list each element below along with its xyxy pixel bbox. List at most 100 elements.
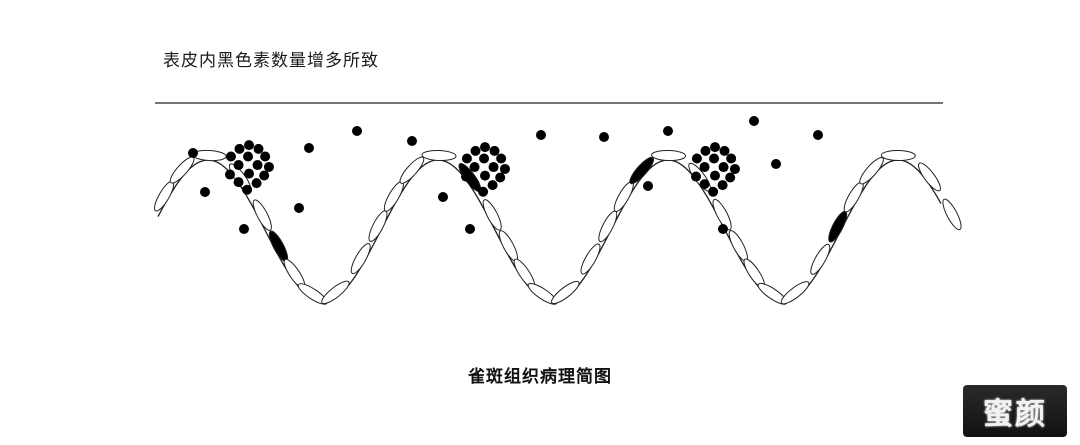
melanin-granule (252, 160, 263, 171)
basal-cell (728, 230, 748, 262)
melanin-granule (263, 161, 274, 172)
melanin-granule (239, 224, 249, 234)
melanin-granule (488, 162, 499, 173)
basal-cell (780, 281, 810, 305)
basal-cell (843, 181, 864, 213)
melanin-granule (407, 136, 417, 146)
basal-cell (169, 156, 195, 184)
melanin-granule (749, 116, 759, 126)
watermark-logo: 蜜颜 (963, 385, 1067, 437)
melanin-granule (499, 163, 510, 174)
melanin-cluster (691, 142, 740, 197)
melanin-cluster (461, 142, 510, 197)
melanin-granule (487, 180, 498, 191)
melanin-granule (244, 168, 254, 179)
melanin-granule (718, 162, 729, 173)
basal-cell (859, 156, 884, 185)
melanin-granule (233, 177, 244, 188)
melanin-granule (643, 181, 653, 191)
melanin-granule (188, 148, 198, 158)
melanin-granule (699, 179, 710, 190)
melanin-granules-group (188, 116, 823, 234)
basal-cell (598, 210, 618, 243)
melanin-granule (469, 162, 480, 173)
basal-cell (383, 180, 404, 212)
basal-cell (942, 198, 962, 231)
melanin-granule (496, 153, 507, 164)
melanin-granule (225, 169, 235, 180)
melanin-granule (233, 160, 244, 171)
melanin-granule (700, 145, 711, 156)
melanin-granule (259, 170, 270, 181)
basal-cell (918, 162, 941, 192)
watermark-text: 蜜颜 (983, 397, 1047, 432)
melanin-granule (480, 170, 490, 181)
melanin-granule (234, 143, 245, 154)
melanin-granule (710, 142, 720, 153)
melanin-granule (200, 187, 210, 197)
melanin-granule (718, 224, 728, 234)
melanin-granule (243, 151, 254, 162)
melanin-granule (479, 153, 490, 164)
melanin-granule (244, 140, 254, 151)
melanin-granule (717, 180, 728, 191)
basal-cell (350, 243, 371, 275)
melanin-granule (726, 153, 737, 164)
basal-cell (580, 243, 601, 275)
melanin-granule (663, 126, 673, 136)
melanin-granule (729, 163, 740, 174)
melanin-granule (470, 145, 481, 156)
melanin-granule (708, 186, 719, 197)
melanin-granule (691, 153, 702, 164)
melanin-granule (242, 184, 253, 195)
basal-cell (551, 280, 580, 305)
melanin-granule (710, 170, 720, 181)
basal-cell (321, 280, 350, 305)
melanin-granule (691, 171, 701, 182)
melanin-granule (599, 132, 609, 142)
basal-cell (613, 181, 634, 213)
melanin-granule (813, 130, 823, 140)
melanin-granule (304, 143, 314, 153)
melanin-granule (461, 171, 471, 182)
melanin-granule (478, 186, 489, 197)
basal-cell (368, 210, 388, 242)
diagram-caption: 雀斑组织病理简图 (468, 367, 612, 387)
melanin-granule (294, 203, 304, 213)
basal-cell (498, 230, 519, 262)
melanin-granule (461, 153, 472, 164)
melanin-granule (771, 159, 781, 169)
melanin-granule (260, 151, 271, 162)
melanocyte-cell (828, 210, 848, 243)
melanin-granule (495, 172, 506, 183)
basal-cell (399, 156, 425, 184)
basal-cell (880, 149, 916, 162)
melanin-granule (469, 179, 480, 190)
melanin-granule (489, 145, 500, 156)
melanin-granule (719, 145, 730, 156)
basal-cell (421, 149, 457, 162)
melanin-granule (251, 178, 262, 189)
melanin-granule (709, 153, 720, 164)
melanin-cluster (225, 140, 274, 195)
melanin-granule (225, 151, 236, 162)
melanin-granule (699, 162, 710, 173)
basal-cell (154, 180, 175, 212)
basal-layer-curve (157, 159, 942, 303)
melanin-granule (352, 126, 362, 136)
melanin-granule (465, 224, 475, 234)
melanin-granule (438, 192, 448, 202)
melanin-granule (725, 172, 736, 183)
melanin-granule (536, 130, 546, 140)
melanin-granule (253, 143, 264, 154)
basal-cell (712, 198, 732, 231)
melanocyte-cell (268, 230, 289, 262)
annotation-label: 表皮内黑色素数量增多所致 (163, 51, 379, 71)
basal-cell (252, 199, 272, 231)
basal-cell (810, 243, 831, 275)
basal-cell (482, 199, 502, 231)
basal-cell (651, 149, 687, 162)
melanocyte-cell (629, 156, 655, 185)
